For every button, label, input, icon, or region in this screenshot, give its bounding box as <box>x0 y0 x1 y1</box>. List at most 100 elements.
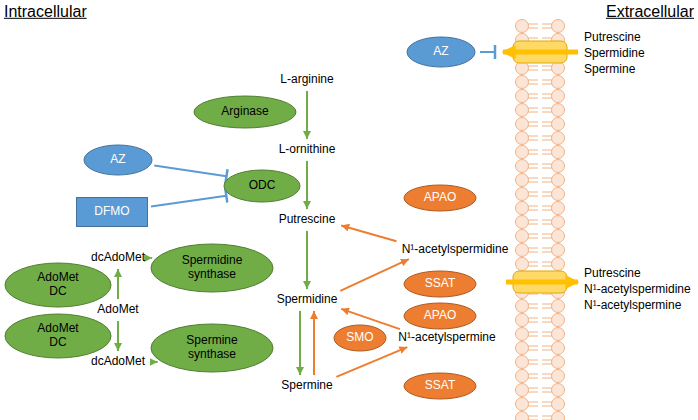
enzyme-name: SSAT <box>425 277 455 291</box>
extracellular-label: Putrescine <box>584 267 641 281</box>
enzyme-ellipse: Arginase <box>193 95 297 129</box>
ellipse-shape <box>404 303 476 329</box>
lipid-head <box>552 342 565 355</box>
lipid-head <box>516 118 529 131</box>
enzyme-name: AZ <box>110 153 125 167</box>
lipid-head <box>552 202 565 215</box>
extracellular-label: Putrescine <box>584 31 641 45</box>
lipid-head <box>516 104 529 117</box>
lipid-head <box>516 20 529 33</box>
lipid-head <box>516 216 529 229</box>
lipid-head <box>552 244 565 257</box>
reaction-arrow <box>341 225 396 241</box>
lipid-head <box>516 370 529 383</box>
lipid-head <box>516 244 529 257</box>
ellipse-shape <box>194 96 296 128</box>
ellipse-shape <box>224 170 300 202</box>
enzyme-ellipse: AdoMet DC <box>4 313 112 359</box>
enzyme-ellipse: AdoMet DC <box>4 262 112 308</box>
lipid-head <box>552 300 565 313</box>
reaction-arrow <box>117 321 119 351</box>
ellipse-shape <box>84 145 152 175</box>
reaction-arrow <box>151 361 158 363</box>
lipid-head <box>516 300 529 313</box>
lipid-head <box>552 20 565 33</box>
lipid-head <box>516 76 529 89</box>
lipid-head <box>552 384 565 397</box>
extracellular-label: N¹-acetylspermidine <box>584 283 691 297</box>
extracellular-label: N¹-acetylspermine <box>584 299 681 313</box>
lipid-head <box>516 412 529 420</box>
reaction-arrow <box>306 231 308 289</box>
metabolite-name: dcAdoMet <box>91 355 145 369</box>
lipid-head <box>516 160 529 173</box>
lipid-head <box>552 104 565 117</box>
ellipse-shape <box>151 324 273 372</box>
reaction-arrow <box>306 91 308 139</box>
ellipse-shape <box>404 373 476 399</box>
reaction-arrow <box>340 259 409 291</box>
rect-shape <box>77 198 148 227</box>
metabolite-name: N¹-acetylspermine <box>398 331 495 345</box>
inhibition-line <box>480 51 495 53</box>
lipid-head <box>552 132 565 145</box>
lipid-head <box>516 314 529 327</box>
export-arrow <box>506 280 578 285</box>
metabolite-label: Spermidine <box>274 292 341 308</box>
lipid-head <box>552 398 565 411</box>
enzyme-name: ODC <box>249 179 276 193</box>
enzyme-name: Spermidine synthase <box>172 254 252 282</box>
extracellular-label: Spermine <box>584 63 635 77</box>
ellipse-shape <box>404 271 476 297</box>
lipid-head <box>552 90 565 103</box>
lipid-head <box>552 160 565 173</box>
reaction-arrow <box>306 161 308 209</box>
lipid-head <box>552 174 565 187</box>
lipid-head <box>552 328 565 341</box>
lipid-head <box>552 230 565 243</box>
lipid-head <box>516 132 529 145</box>
enzyme-name: AdoMet DC <box>33 322 83 350</box>
region-heading: Extracellular <box>606 3 694 21</box>
enzyme-name: AZ <box>433 45 448 59</box>
metabolite-label: N¹-acetylspermidine <box>399 242 512 258</box>
inhibition-line <box>154 165 226 176</box>
region-heading: Intracellular <box>4 3 87 21</box>
enzyme-ellipse: APAO <box>403 302 477 330</box>
enzyme-name: Arginase <box>221 105 268 119</box>
ellipse-shape <box>404 185 476 211</box>
reaction-arrow <box>299 311 301 375</box>
metabolite-label: N¹-acetylspermine <box>395 330 498 346</box>
metabolite-label: L-arginine <box>277 72 336 88</box>
metabolite-label: Spermine <box>278 378 335 394</box>
enzyme-name: SSAT <box>425 379 455 393</box>
metabolite-name: L-ornithine <box>279 143 336 157</box>
metabolite-label: dcAdoMet <box>88 354 148 370</box>
metabolite-name: dcAdoMet <box>91 251 145 265</box>
import-arrow <box>503 50 578 55</box>
lipid-head <box>552 314 565 327</box>
enzyme-ellipse: SSAT <box>403 372 477 400</box>
lipid-head <box>552 370 565 383</box>
enzyme-ellipse: Spermine synthase <box>150 323 274 373</box>
ellipse-shape <box>334 325 386 351</box>
lipid-head <box>552 188 565 201</box>
enzyme-name: DFMO <box>94 205 129 219</box>
lipid-head <box>552 76 565 89</box>
metabolite-name: L-arginine <box>280 73 333 87</box>
ellipse-shape <box>5 263 111 307</box>
enzyme-ellipse: SSAT <box>403 270 477 298</box>
enzyme-name: Spermine synthase <box>172 334 252 362</box>
enzyme-ellipse: SMO <box>333 324 387 352</box>
lipid-bilayer <box>516 20 565 420</box>
enzyme-name: APAO <box>424 309 456 323</box>
enzyme-ellipse: ODC <box>223 169 301 203</box>
reaction-arrow <box>151 257 152 259</box>
ellipse-shape <box>407 37 475 67</box>
lipid-head <box>516 202 529 215</box>
lipid-head <box>516 146 529 159</box>
enzyme-ellipse: APAO <box>403 184 477 212</box>
reaction-arrow <box>313 311 315 375</box>
lipid-head <box>516 384 529 397</box>
